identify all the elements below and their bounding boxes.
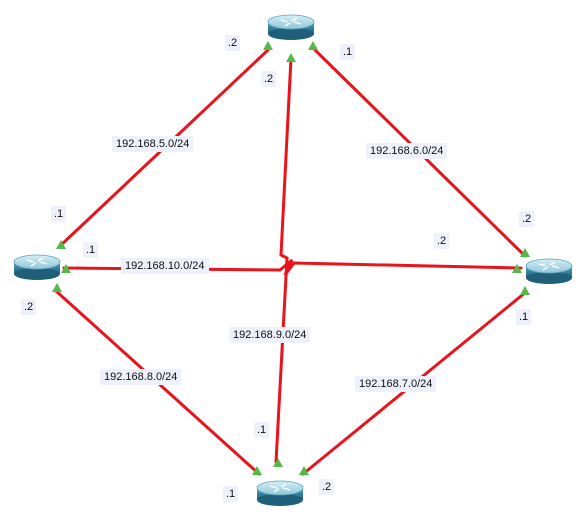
interface-label-bottom-to-top: .1 — [254, 422, 270, 438]
router-right[interactable] — [525, 258, 573, 284]
ports — [52, 41, 530, 475]
router-left[interactable] — [13, 254, 61, 280]
green-up-triangle-icon — [56, 240, 66, 249]
network-label-top-left: 192.168.5.0/24 — [112, 136, 194, 152]
green-up-triangle-icon — [520, 286, 530, 295]
network-label-top-bottom: 192.168.9.0/24 — [229, 327, 311, 343]
green-up-triangle-icon — [299, 466, 309, 475]
green-up-triangle-icon — [263, 41, 273, 50]
green-up-triangle-icon — [273, 458, 283, 467]
interface-label-right-to-top: .2 — [519, 211, 535, 227]
router-bottom[interactable] — [256, 480, 304, 506]
router-top[interactable] — [267, 14, 315, 40]
green-up-triangle-icon — [286, 53, 296, 62]
interface-label-top-to-bottom: .2 — [261, 71, 277, 87]
interface-label-left-to-top: .1 — [51, 206, 67, 222]
green-up-triangle-icon — [520, 248, 530, 257]
interface-label-right-to-left: .2 — [434, 233, 450, 249]
interface-label-left-to-right: .1 — [83, 242, 99, 258]
router-icon — [256, 480, 304, 506]
interface-label-top-to-left: .2 — [225, 35, 241, 51]
green-up-triangle-icon — [308, 41, 318, 50]
router-icon — [267, 14, 315, 40]
green-up-triangle-icon — [52, 283, 62, 292]
green-up-triangle-icon — [512, 264, 522, 273]
interface-label-left-to-bottom: .2 — [21, 299, 37, 315]
network-label-right-bottom: 192.168.7.0/24 — [355, 376, 437, 392]
network-label-left-right: 192.168.10.0/24 — [121, 258, 209, 274]
router-icon — [525, 258, 573, 284]
link-left-right — [62, 258, 523, 276]
interface-label-top-to-right: .1 — [340, 44, 356, 60]
green-up-triangle-icon — [252, 466, 262, 475]
router-icon — [13, 254, 61, 280]
green-up-triangle-icon — [61, 264, 71, 273]
interface-label-right-to-bottom: .1 — [516, 309, 532, 325]
interface-label-bottom-to-right: .2 — [319, 479, 335, 495]
network-label-top-right: 192.168.6.0/24 — [366, 143, 448, 159]
link-top-bottom — [274, 56, 293, 464]
interface-label-bottom-to-left: .1 — [223, 486, 239, 502]
network-label-left-bottom: 192.168.8.0/24 — [100, 369, 182, 385]
